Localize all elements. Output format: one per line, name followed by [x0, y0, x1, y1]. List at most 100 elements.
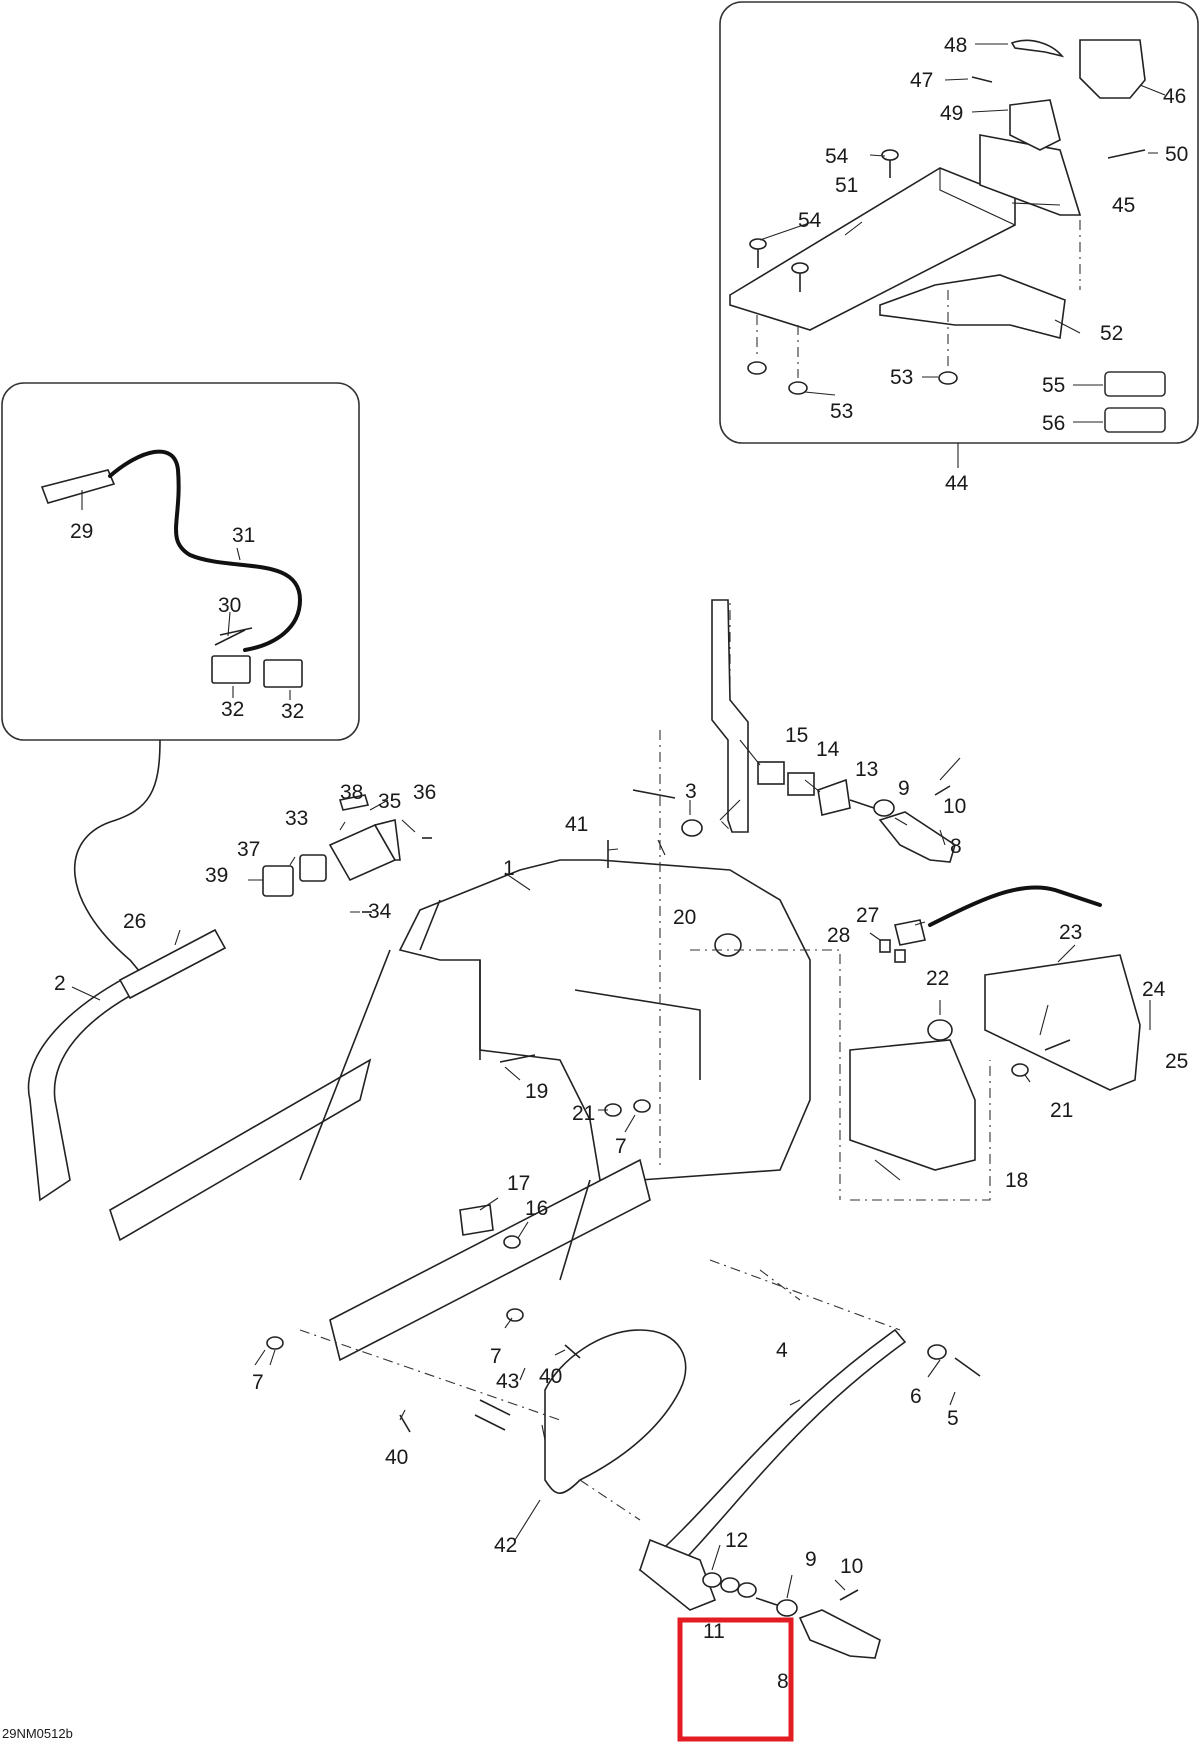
callout-53-right: 53	[890, 366, 913, 389]
callout-24: 24	[1142, 978, 1166, 1001]
callout-35: 35	[378, 790, 401, 813]
callout-23: 23	[1059, 921, 1082, 944]
highlight-box	[677, 1617, 794, 1742]
callout-16: 16	[525, 1197, 548, 1220]
rivet-43	[474, 1414, 506, 1431]
washer-16	[503, 1235, 521, 1249]
callout-48: 48	[944, 34, 967, 57]
callout-9-bottom: 9	[805, 1548, 817, 1571]
callout-27: 27	[856, 904, 879, 927]
label-sticker-55	[1104, 371, 1166, 397]
callout-10-bottom: 10	[840, 1555, 863, 1578]
harness-fuse	[214, 627, 253, 646]
harness-connector	[211, 655, 251, 684]
frame-rail-left	[109, 1058, 372, 1242]
latch-washer	[873, 799, 895, 817]
lower-arm	[638, 1328, 907, 1581]
spacer-20	[714, 933, 742, 957]
callout-7-center: 7	[615, 1135, 627, 1158]
wiring-harness-inset	[1, 382, 360, 973]
callout-14: 14	[816, 738, 840, 761]
washer-11	[737, 1582, 757, 1598]
hair-clip	[1010, 39, 1065, 58]
latch-spring	[1009, 99, 1061, 151]
callout-34: 34	[368, 900, 392, 923]
label-sticker-56	[1104, 407, 1166, 433]
harness-connector	[263, 659, 303, 688]
callout-30: 30	[218, 594, 241, 617]
callout-25: 25	[1165, 1050, 1188, 1073]
callout-7-lower: 7	[490, 1345, 502, 1368]
main-assembly	[27, 599, 1151, 1659]
callout-50: 50	[1165, 143, 1188, 166]
callout-45: 45	[1112, 194, 1135, 217]
callout-20: 20	[673, 906, 696, 929]
callout-leaders	[759, 43, 1166, 423]
bolt-3	[632, 789, 676, 799]
callout-12: 12	[725, 1529, 748, 1552]
nut-7	[266, 1336, 284, 1350]
callout-51: 51	[835, 174, 858, 197]
callout-32-right: 32	[281, 700, 304, 723]
callout-40-left: 40	[385, 1446, 408, 1469]
bolt-19	[499, 1054, 536, 1063]
latch-handle	[878, 811, 956, 863]
assembly-lines	[756, 220, 1081, 378]
callout-22: 22	[926, 967, 949, 990]
latch-pin	[934, 785, 951, 796]
terminal	[894, 919, 926, 946]
washer-11	[720, 1577, 740, 1593]
latch-handle	[798, 1609, 881, 1659]
nut-21	[1011, 1063, 1029, 1077]
callout-11: 11	[703, 1620, 725, 1643]
callout-4: 4	[776, 1339, 788, 1362]
main-frame	[398, 859, 811, 1181]
hitch-bracket-inset	[719, 1, 1199, 468]
washer-12	[702, 1572, 722, 1588]
callout-13: 13	[855, 758, 878, 781]
callout-37: 37	[237, 838, 260, 861]
callout-42: 42	[494, 1534, 517, 1557]
callout-2: 2	[54, 972, 66, 995]
rivet-43	[479, 1399, 511, 1416]
callout-44: 44	[945, 472, 969, 495]
switch-decal	[338, 794, 370, 811]
tail-light-wire	[928, 885, 1102, 927]
callout-17: 17	[507, 1172, 530, 1195]
callout-1: 1	[503, 857, 515, 880]
frame-uprights	[299, 949, 591, 1281]
callout-9-top: 9	[898, 777, 910, 800]
nut	[938, 371, 958, 385]
nut	[788, 381, 808, 395]
bolt-50	[1107, 149, 1146, 159]
assembly-lines	[299, 730, 991, 1521]
carriage-bolt	[791, 262, 809, 292]
callout-46: 46	[1163, 85, 1186, 108]
latch-plate	[787, 772, 815, 796]
callout-39: 39	[205, 864, 228, 887]
callout-leaders	[81, 490, 291, 700]
callout-labels: 48 47 46 49 54 50 51 45 54 52 53 55 53 5…	[2, 34, 1188, 1741]
callout-5: 5	[947, 1407, 959, 1430]
washer-3	[681, 819, 703, 837]
carriage-bolt	[749, 238, 767, 268]
callout-40-right: 40	[539, 1365, 562, 1388]
callout-41: 41	[565, 813, 588, 836]
latch-pin	[971, 76, 993, 83]
callout-54-top: 54	[825, 145, 849, 168]
callout-6: 6	[910, 1385, 922, 1408]
fender-guard	[544, 1329, 687, 1494]
lower-bracket	[879, 274, 1066, 340]
callout-19: 19	[525, 1080, 548, 1103]
inset-frame	[1, 382, 360, 741]
callout-8-top: 8	[950, 835, 962, 858]
callout-7-left: 7	[252, 1371, 264, 1394]
callout-29: 29	[70, 520, 93, 543]
washer-9	[776, 1599, 798, 1617]
nut	[747, 361, 767, 375]
bolt-40	[564, 1344, 581, 1359]
callout-21-right: 21	[1050, 1099, 1073, 1122]
callout-18: 18	[1005, 1169, 1028, 1192]
callout-52: 52	[1100, 322, 1123, 345]
